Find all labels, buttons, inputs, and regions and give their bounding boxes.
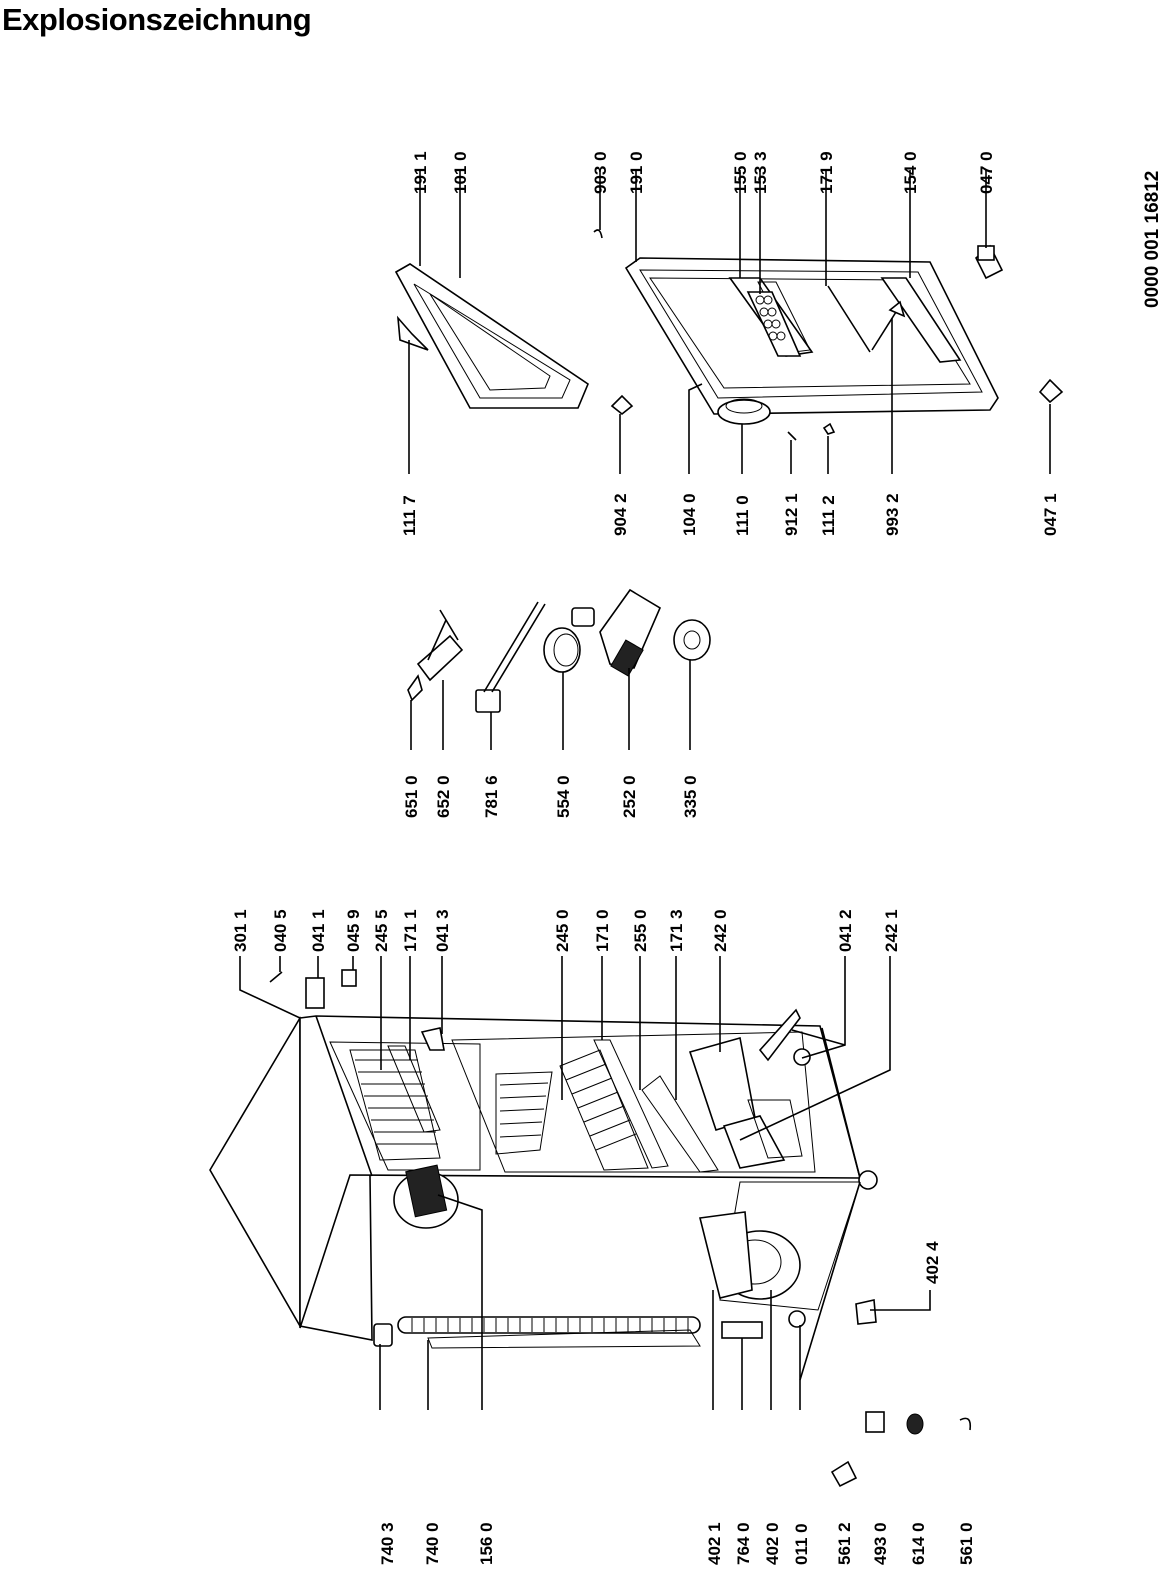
part-label: 104 0 bbox=[680, 493, 699, 536]
part-label: 904 2 bbox=[611, 493, 630, 536]
part-label: 993 2 bbox=[883, 493, 902, 536]
part-label: 242 1 bbox=[882, 909, 901, 952]
part-label: 041 1 bbox=[309, 909, 328, 952]
components-drawing bbox=[407, 588, 711, 713]
part-label: 111 2 bbox=[819, 495, 838, 536]
door-leaders bbox=[408, 170, 1051, 474]
part-label: 402 4 bbox=[923, 1241, 942, 1284]
part-label: 242 0 bbox=[711, 909, 730, 952]
part-label: 554 0 bbox=[554, 775, 573, 818]
part-label: 191 0 bbox=[627, 151, 646, 194]
part-label: 155 0 bbox=[731, 151, 750, 194]
part-label: 903 0 bbox=[591, 151, 610, 194]
part-label: 171 3 bbox=[667, 909, 686, 952]
part-label: 252 0 bbox=[620, 775, 639, 818]
part-label: 493 0 bbox=[871, 1522, 890, 1565]
cabinet-drawing bbox=[209, 969, 972, 1488]
doors-drawing bbox=[394, 229, 1064, 441]
part-label: 111 7 bbox=[400, 495, 419, 536]
part-label: 171 9 bbox=[817, 151, 836, 194]
part-label: 047 0 bbox=[977, 151, 996, 194]
door-part-labels: 111 7 191 1 101 0 904 2 903 0 191 0 104 … bbox=[400, 151, 1060, 536]
component-leaders bbox=[410, 660, 691, 750]
part-label: 154 0 bbox=[901, 151, 920, 194]
part-label: 171 0 bbox=[593, 909, 612, 952]
cabinet-part-labels: 740 3 740 0 156 0 402 1 764 0 402 0 011 … bbox=[231, 909, 976, 1565]
part-label: 740 0 bbox=[423, 1522, 442, 1565]
part-label: 171 1 bbox=[401, 909, 420, 952]
page-title: Explosionszeichnung bbox=[2, 2, 312, 37]
part-label: 561 2 bbox=[835, 1522, 854, 1565]
part-label: 781 6 bbox=[482, 775, 501, 818]
part-label: 041 2 bbox=[836, 909, 855, 952]
part-label: 255 0 bbox=[631, 909, 650, 952]
part-label: 245 0 bbox=[553, 909, 572, 952]
part-label: 301 1 bbox=[231, 909, 250, 952]
part-label: 156 0 bbox=[477, 1522, 496, 1565]
part-label: 912 1 bbox=[782, 493, 801, 536]
part-label: 191 1 bbox=[411, 151, 430, 194]
part-label: 402 0 bbox=[763, 1522, 782, 1565]
part-label: 561 0 bbox=[957, 1522, 976, 1565]
part-label: 614 0 bbox=[909, 1522, 928, 1565]
part-label: 651 0 bbox=[402, 775, 421, 818]
part-label: 047 1 bbox=[1041, 493, 1060, 536]
part-label: 040 5 bbox=[271, 909, 290, 952]
part-label: 335 0 bbox=[681, 775, 700, 818]
part-label: 764 0 bbox=[734, 1522, 753, 1565]
part-label: 153 3 bbox=[751, 151, 770, 194]
part-label: 652 0 bbox=[434, 775, 453, 818]
part-label: 245 5 bbox=[372, 909, 391, 952]
part-label: 011 0 bbox=[792, 1523, 811, 1565]
component-part-labels: 651 0 652 0 781 6 554 0 252 0 335 0 bbox=[402, 775, 700, 818]
part-label: 101 0 bbox=[451, 151, 470, 194]
document-number: 0000 001 16812 bbox=[1142, 171, 1161, 308]
part-label: 045 9 bbox=[344, 909, 363, 952]
part-label: 402 1 bbox=[705, 1522, 724, 1565]
part-label: 041 3 bbox=[433, 909, 452, 952]
cabinet-leaders bbox=[239, 956, 931, 1410]
part-label: 740 3 bbox=[378, 1522, 397, 1565]
part-label: 111 0 bbox=[733, 495, 752, 536]
